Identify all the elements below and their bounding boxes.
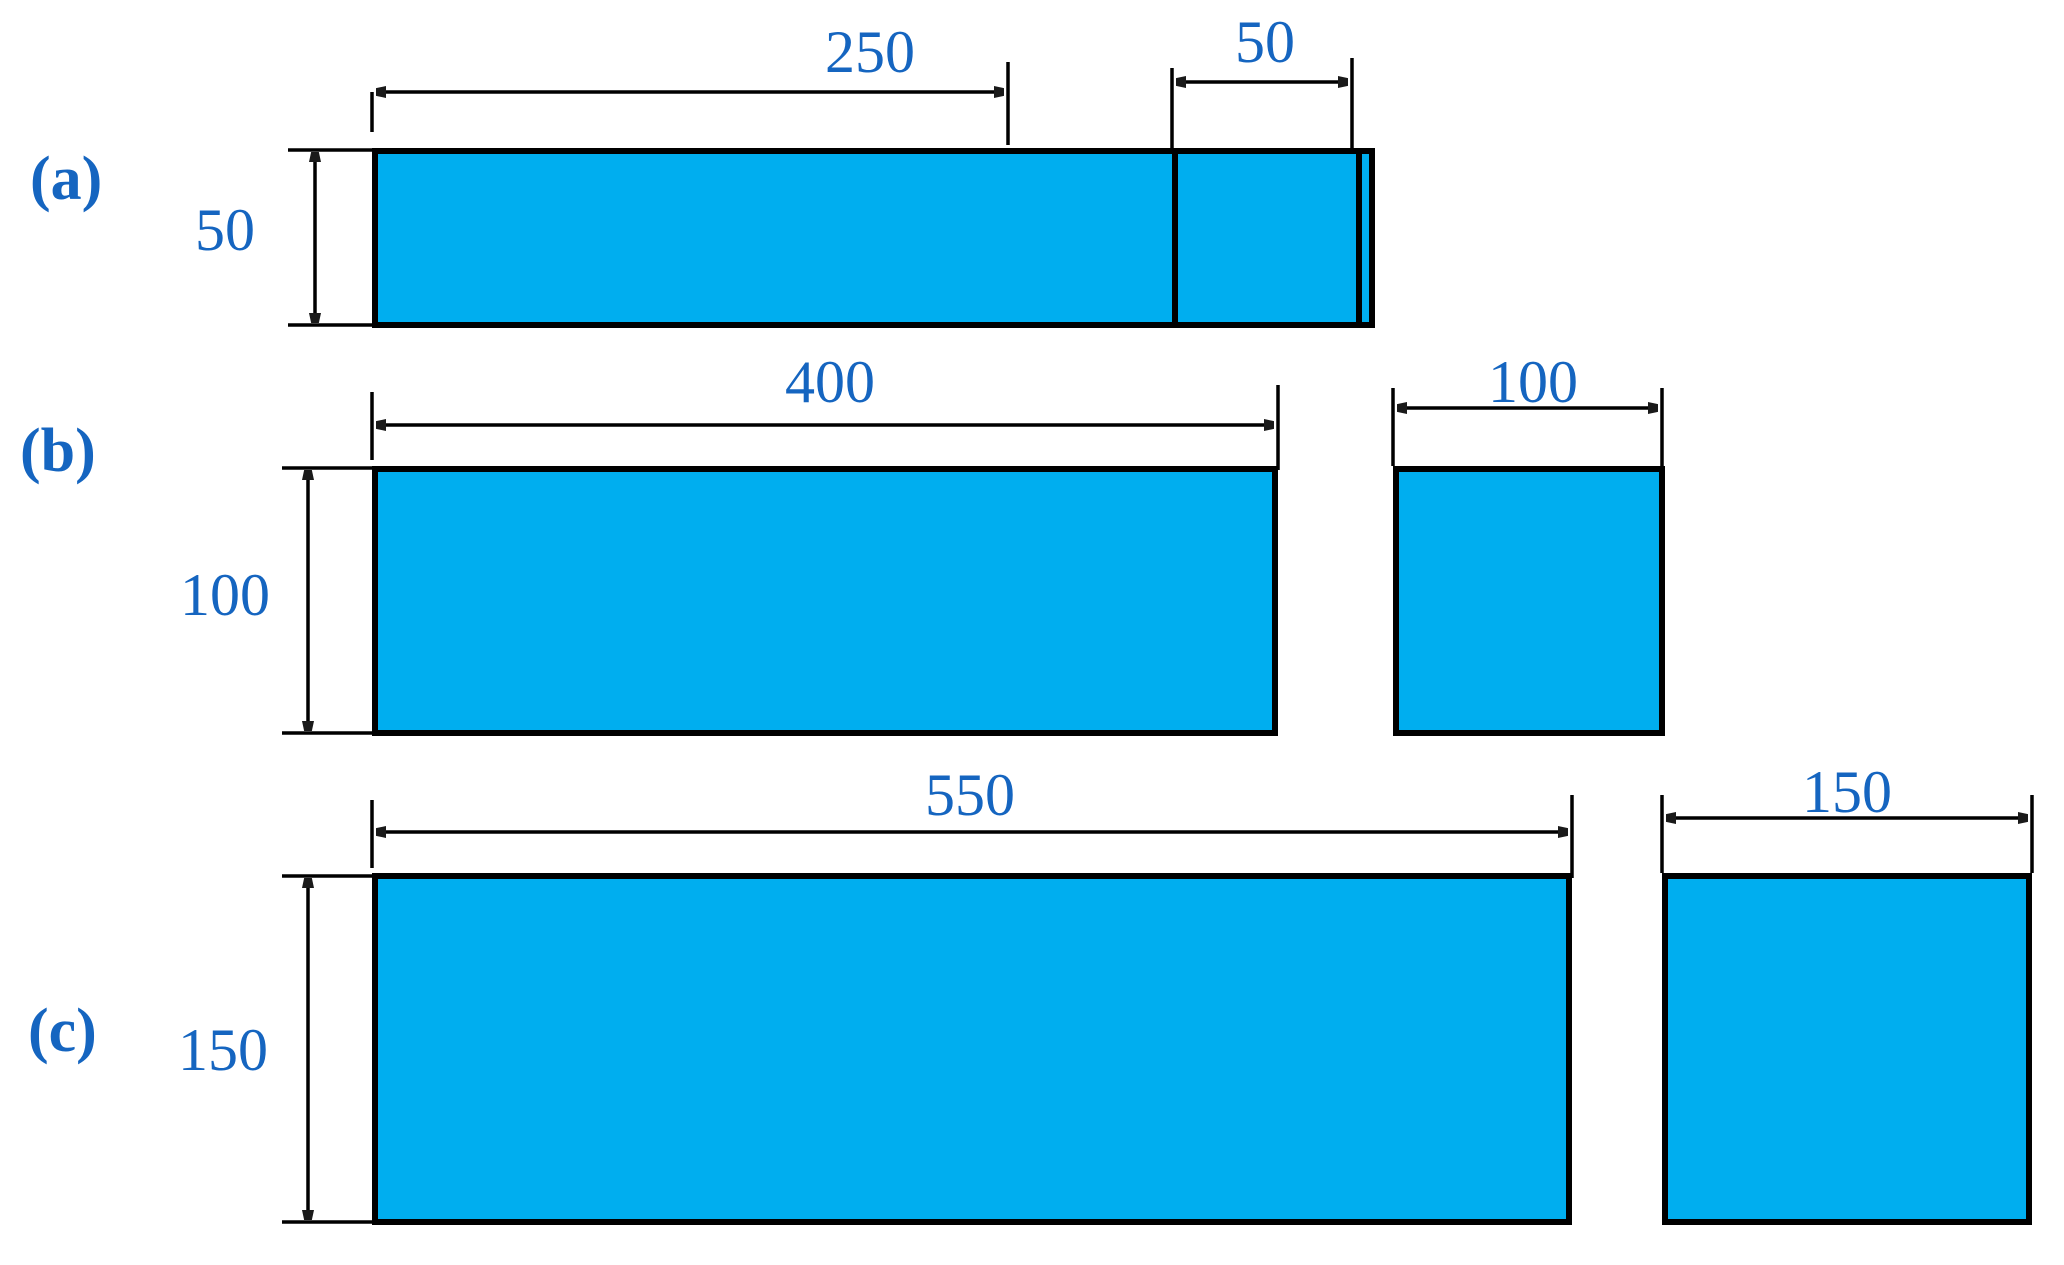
width-block-c [1662, 873, 2032, 1225]
length-block-c [372, 873, 1572, 1225]
length-dim-label-c: 550 [925, 762, 1015, 828]
height-dimension-a [288, 148, 378, 327]
height-dim-label-b: 100 [180, 562, 270, 628]
width-dim-label-b: 100 [1488, 349, 1578, 415]
height-dimension-b [282, 466, 378, 735]
length-block-b [372, 466, 1278, 736]
width-dim-label-a: 50 [1235, 9, 1295, 75]
row-label-b: (b) [20, 417, 96, 485]
height-dimension-c [282, 874, 378, 1224]
height-dim-label-c: 150 [178, 1017, 268, 1083]
width-block-a [1172, 148, 1362, 328]
row-label-c: (c) [28, 997, 97, 1065]
length-dim-label-b: 400 [785, 349, 875, 415]
row-label-a: (a) [30, 145, 103, 213]
width-dim-label-c: 150 [1802, 759, 1892, 825]
width-block-b [1393, 466, 1665, 736]
height-dim-label-a: 50 [195, 197, 255, 263]
length-dim-label-a: 250 [825, 19, 915, 85]
